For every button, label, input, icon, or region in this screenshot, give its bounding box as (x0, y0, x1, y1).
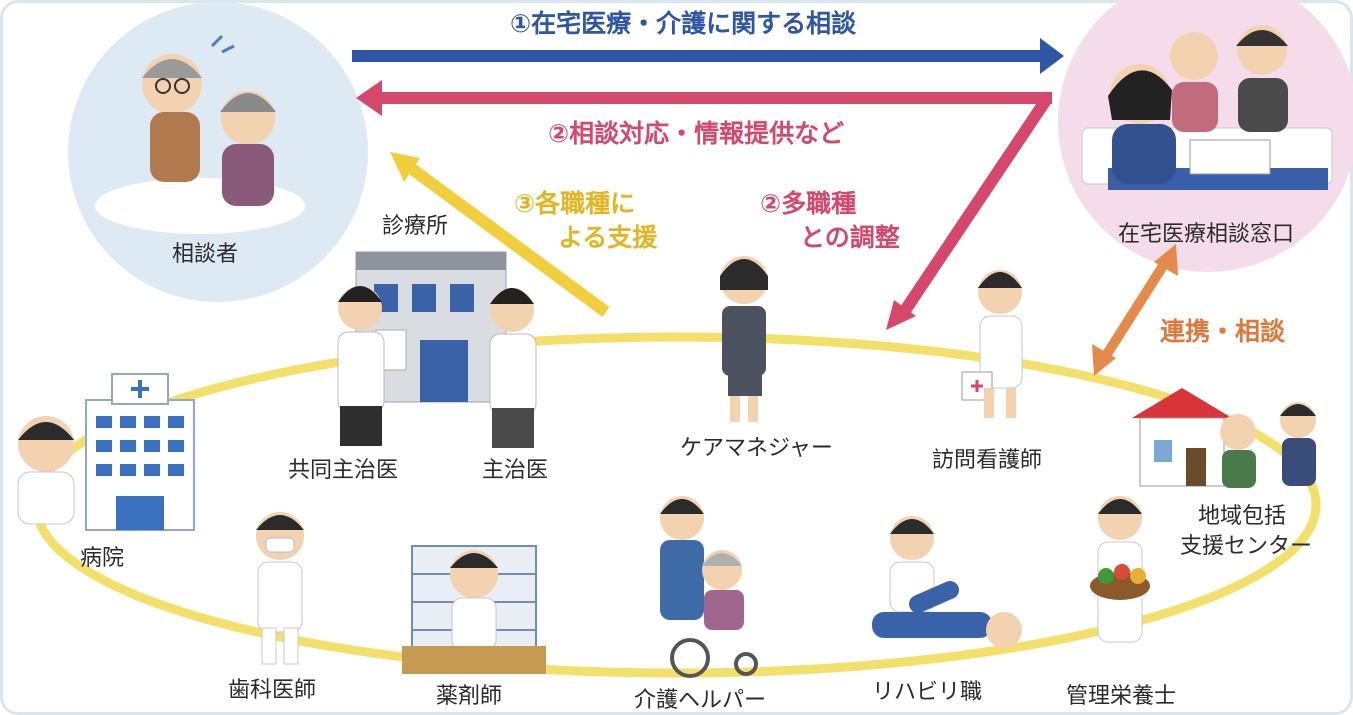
profession-support-label-line1: ③各職種に (514, 189, 636, 218)
multi-coordination-label-line1: ②多職種 (760, 189, 857, 218)
response-label: ②相談対応・情報提供など (548, 119, 845, 148)
co-attending-doctor-label: 共同主治医 (288, 458, 399, 483)
community-center-label-line2: 支援センター (1180, 534, 1313, 559)
clinic-label: 診療所 (382, 214, 449, 239)
hospital-label: 病院 (80, 546, 125, 571)
care-manager-label: ケアマネジャー (680, 436, 833, 461)
rehab-illustration (872, 516, 1022, 648)
consultation-label: ①在宅医療・介護に関する相談 (510, 9, 857, 38)
multi-coordination-label-line2: との調整 (800, 223, 900, 252)
home-care-office-label: 在宅医療相談窓口 (1118, 222, 1295, 247)
care-helper-illustration (660, 496, 758, 678)
dietitian-illustration (1090, 496, 1150, 643)
dietitian-label: 管理栄養士 (1066, 684, 1177, 709)
pharmacist-label: 薬剤師 (436, 684, 503, 709)
office-illustration (1058, 0, 1353, 272)
consultant-illustration (68, 2, 368, 302)
community-center-illustration (1132, 388, 1316, 488)
consultation-arrow (352, 38, 1064, 74)
visiting-nurse-label: 訪問看護師 (932, 448, 1043, 473)
cooperation-label: 連携・相談 (1160, 317, 1286, 346)
support-arrow (390, 152, 610, 317)
hospital-illustration (17, 373, 195, 531)
dentist-label: 歯科医師 (228, 678, 317, 703)
cooperation-arrow (1092, 244, 1178, 376)
visiting-nurse-illustration (961, 270, 1023, 418)
profession-support-label-line2: よる支援 (558, 223, 658, 252)
community-center-label-line1: 地域包括 (1198, 504, 1287, 529)
clinic-illustration (337, 251, 537, 448)
dentist-illustration (256, 512, 304, 665)
pharmacist-illustration (402, 545, 546, 674)
care-manager-illustration (720, 256, 768, 422)
rehab-staff-label: リハビリ職 (872, 680, 983, 705)
consultant-label: 相談者 (172, 242, 239, 267)
care-helper-label: 介護ヘルパー (634, 688, 767, 713)
attending-doctor-label: 主治医 (482, 458, 549, 483)
response-arrow (356, 80, 1052, 330)
